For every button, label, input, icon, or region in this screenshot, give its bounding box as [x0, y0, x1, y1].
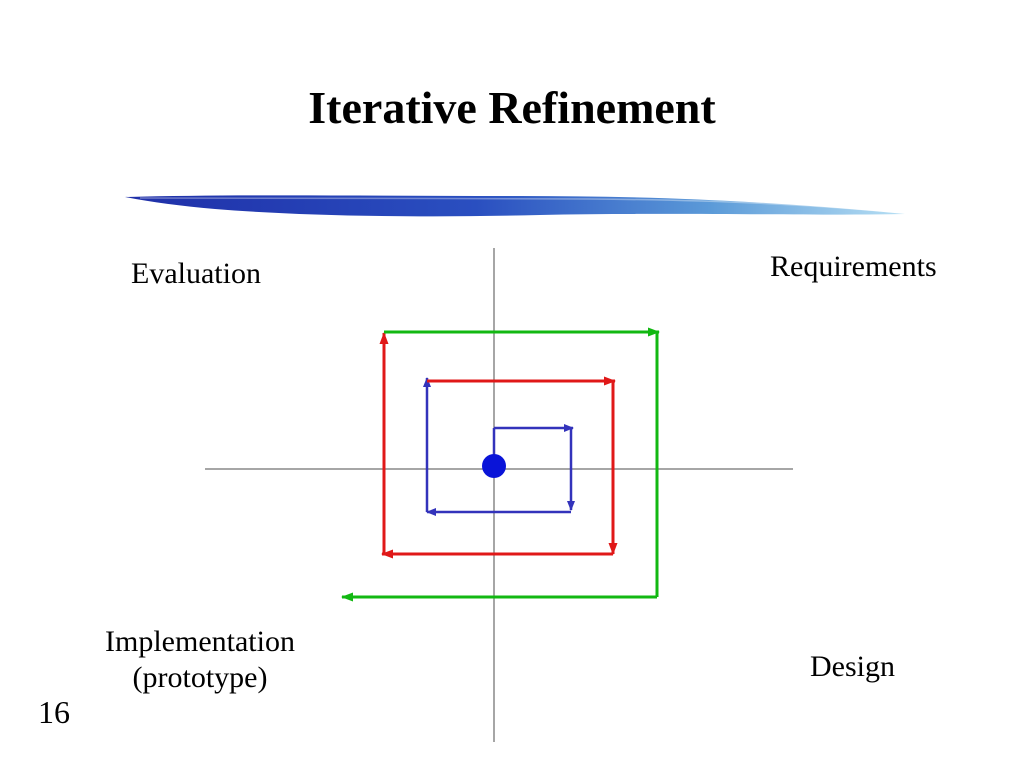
slide-title: Iterative Refinement [308, 82, 716, 133]
quadrant-label-requirements: Requirements [770, 250, 937, 283]
quadrant-label-design: Design [810, 650, 895, 683]
outer-loop [341, 327, 660, 602]
decorative-brush-stroke [125, 195, 905, 217]
quadrant-label-evaluation: Evaluation [131, 257, 261, 290]
quadrant-label-implementation: Implementation (prototype) [60, 624, 340, 696]
brush-stroke-shape [125, 195, 905, 217]
inner-loop [423, 377, 575, 516]
slide-number: 16 [38, 694, 70, 730]
implementation-label-line2: (prototype) [132, 661, 268, 694]
brush-stroke-highlight [139, 196, 881, 212]
middle-loop [379, 332, 618, 559]
origin-dot [482, 454, 506, 478]
implementation-label-line1: Implementation [105, 625, 295, 658]
